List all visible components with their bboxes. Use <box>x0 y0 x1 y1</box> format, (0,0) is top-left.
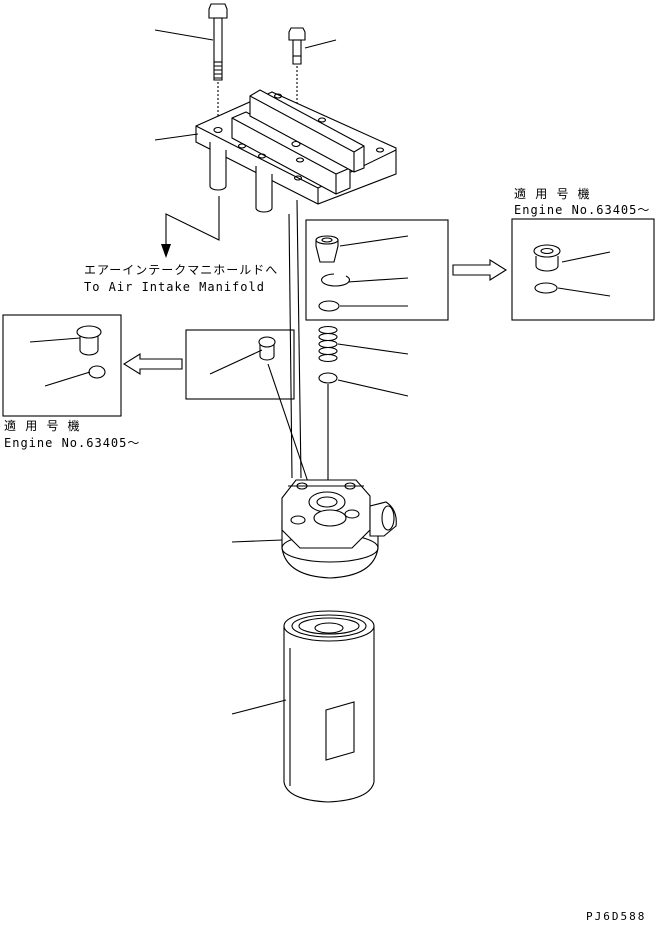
leader-right-plug <box>561 251 611 263</box>
valve-spring <box>318 325 338 363</box>
leader-valve-spring <box>337 343 409 355</box>
arrow-to-right-box <box>452 259 508 281</box>
leader-valve-plug <box>339 235 409 247</box>
left-plug <box>76 325 102 356</box>
leader-head-plug <box>209 349 263 375</box>
filter-cartridge <box>283 610 375 803</box>
valve-washer <box>318 300 340 312</box>
axis-bolt-to-head-left <box>288 213 293 479</box>
leader-filter-cartridge <box>231 699 287 715</box>
route-arrowhead <box>161 244 171 258</box>
right-plug <box>533 244 561 272</box>
route-label-jp: エアーインテークマニホールドへ <box>84 263 279 277</box>
applicable-label-en-left: Engine No.63405～ <box>4 436 141 450</box>
leader-left-washer <box>44 371 91 387</box>
axis-plug-to-head <box>267 363 309 483</box>
leader-filter-head <box>231 539 283 543</box>
leader-left-plug <box>29 337 81 343</box>
leader-long-bolt <box>154 29 214 41</box>
applicable-label-jp-left: 適 用 号 機 <box>4 419 81 433</box>
long-bolt <box>208 3 228 81</box>
arrow-to-left-box <box>122 353 183 375</box>
leader-right-o-ring <box>557 287 611 297</box>
leader-snap-ring <box>347 277 409 283</box>
short-bolt <box>288 27 306 65</box>
right-parts-box <box>511 218 655 321</box>
filter-head <box>281 479 397 579</box>
right-o-ring <box>534 282 558 294</box>
head-plug-box <box>185 329 295 400</box>
valve-plug <box>315 235 339 263</box>
left-washer <box>88 365 106 379</box>
head-plug <box>258 336 276 361</box>
valve-disc <box>318 372 338 384</box>
leader-valve-disc <box>337 379 409 397</box>
drawing-id: PJ6D588 <box>586 910 647 923</box>
valve-parts-box <box>305 219 449 321</box>
left-parts-box <box>2 314 122 417</box>
applicable-label-jp-right: 適 用 号 機 <box>514 187 591 201</box>
route-label-en: To Air Intake Manifold <box>84 280 265 294</box>
route-line <box>165 196 220 248</box>
applicable-label-en-right: Engine No.63405～ <box>514 203 651 217</box>
snap-ring <box>321 273 351 287</box>
axis-bolt-to-head-right <box>296 199 302 479</box>
leader-bracket <box>154 133 199 141</box>
bracket-plate <box>195 89 397 213</box>
leader-short-bolt <box>304 39 337 49</box>
